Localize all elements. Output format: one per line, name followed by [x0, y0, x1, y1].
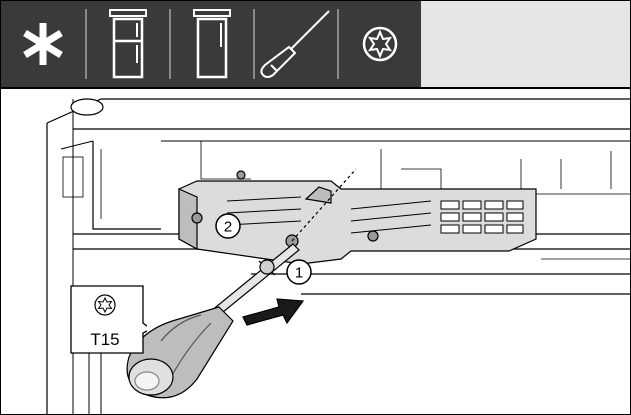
installation-scene — [1, 89, 630, 414]
fridge-freezer-icon — [106, 7, 150, 81]
toolbar-separator — [337, 9, 339, 79]
torx-size-label: T15 — [90, 330, 119, 349]
step-2-callout: 2 — [213, 211, 243, 241]
screwdriver-icon — [259, 7, 333, 81]
step-1-label: 1 — [295, 265, 303, 282]
torx-size-callout: T15 — [67, 283, 147, 357]
toolbar-separator — [169, 9, 171, 79]
torx-icon — [355, 19, 405, 69]
asterisk-icon — [11, 9, 75, 79]
tool-toolbar — [1, 1, 630, 89]
toolbar-separator — [85, 9, 87, 79]
step-1-callout: 1 — [284, 257, 314, 287]
fridge-icon — [190, 7, 234, 81]
step-2-label: 2 — [224, 219, 232, 236]
toolbar-separator — [253, 9, 255, 79]
